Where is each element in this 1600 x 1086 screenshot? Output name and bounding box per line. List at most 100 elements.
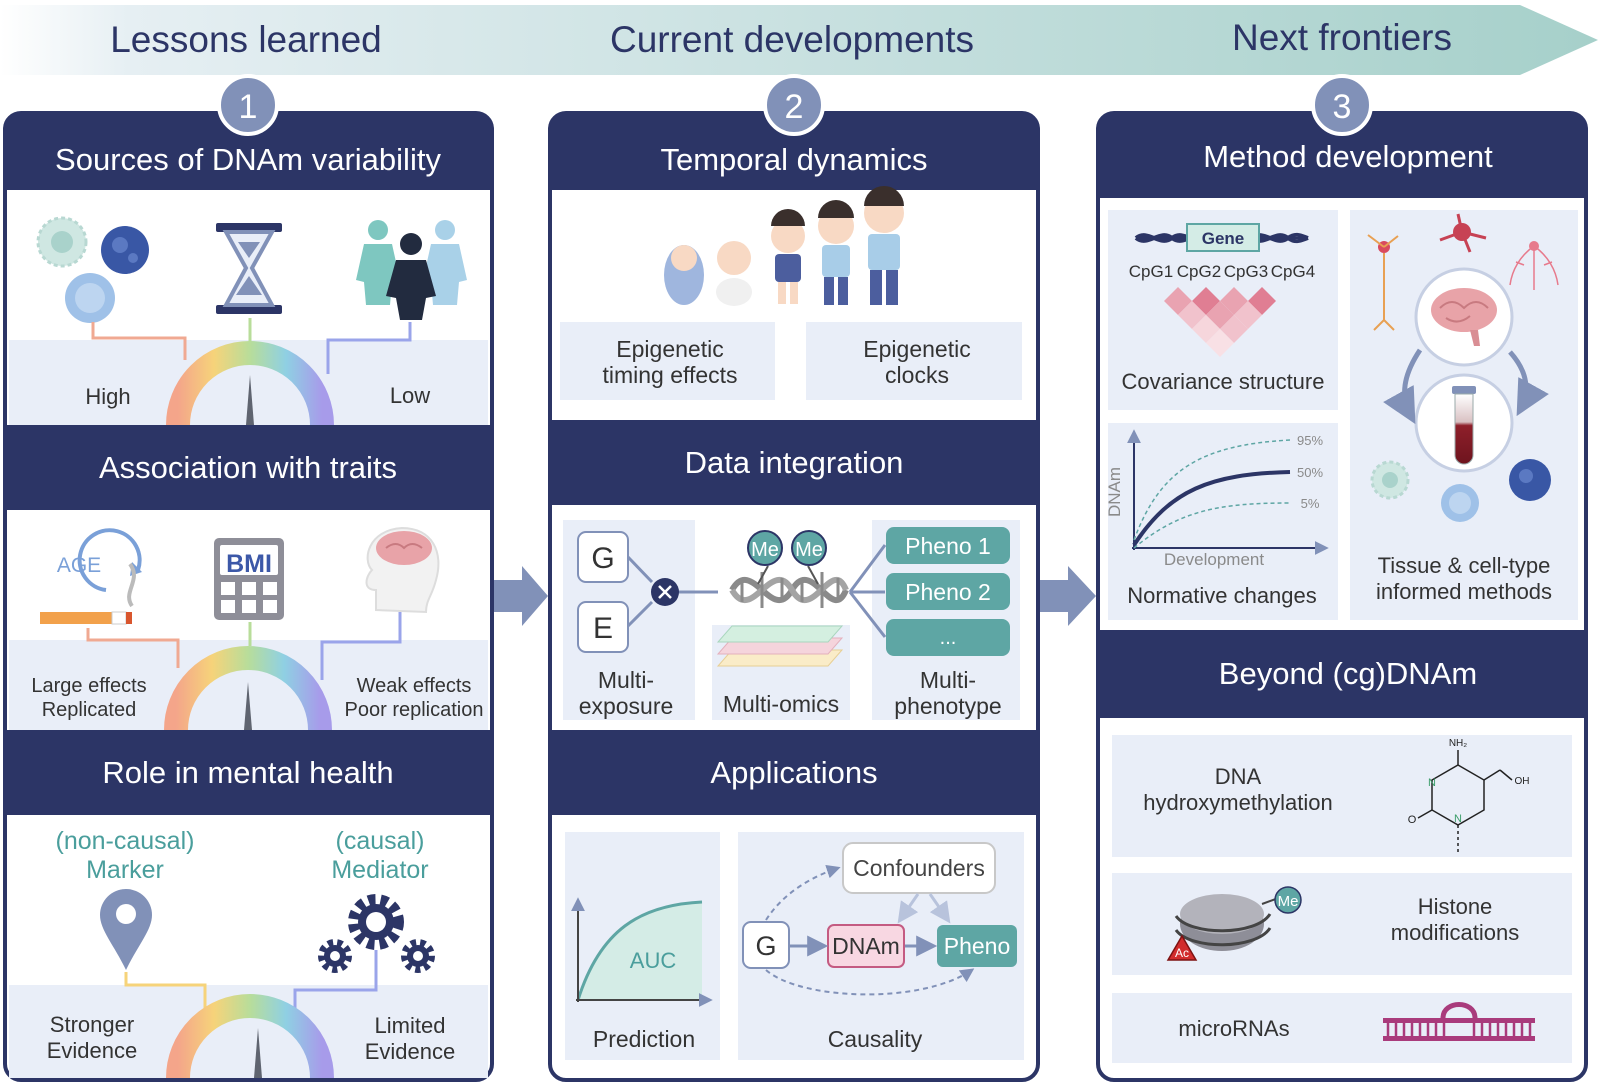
svg-text:Me: Me bbox=[751, 539, 779, 561]
multi-phenotype-line2: phenotype bbox=[894, 693, 1001, 719]
marker-label: Marker bbox=[86, 856, 164, 884]
label-poor-replication: Poor replication bbox=[345, 699, 484, 721]
applications-section: AUC Prediction Confounders G DNAm Pheno … bbox=[565, 832, 1024, 1060]
pheno-more-box bbox=[886, 619, 1010, 656]
gauge-arc bbox=[166, 341, 334, 426]
phase-label-lessons: Lessons learned bbox=[110, 19, 382, 60]
hourglass-icon bbox=[216, 223, 282, 314]
normative-label: Normative changes bbox=[1127, 583, 1317, 608]
svg-text:DNAm: DNAm bbox=[832, 933, 900, 959]
auc-label: AUC bbox=[630, 948, 677, 973]
label-large-effects: Large effects bbox=[31, 675, 146, 697]
multi-omics-label: Multi-omics bbox=[723, 691, 839, 717]
section-title-mental-health: Role in mental health bbox=[102, 755, 393, 790]
section-title-beyond: Beyond (cg)DNAm bbox=[1219, 656, 1477, 691]
pct-label: 50% bbox=[1297, 465, 1323, 480]
mediator-label: Mediator bbox=[331, 856, 428, 884]
timing-effects-line1: Epigenetic bbox=[616, 336, 723, 362]
method-section: Gene CpG1 CpG2 CpG3 CpG4 Covariance stru… bbox=[1105, 210, 1578, 620]
head-brain-icon bbox=[365, 526, 440, 614]
gauge-needle bbox=[254, 1028, 262, 1078]
number-badge-2: 2 bbox=[763, 74, 825, 136]
location-pin-icon bbox=[100, 889, 152, 970]
bmi-calculator-icon: BMI bbox=[214, 538, 284, 620]
label-limited: Limited bbox=[375, 1013, 446, 1038]
gauge-needle bbox=[244, 682, 252, 730]
clocks-line2: clocks bbox=[885, 362, 949, 388]
svg-text:Me: Me bbox=[795, 539, 823, 561]
covariance-label: Covariance structure bbox=[1122, 369, 1325, 394]
omics-layers-icon bbox=[716, 625, 844, 667]
methyl-badge bbox=[1274, 886, 1302, 914]
multi-exposure-line2: exposure bbox=[579, 693, 674, 719]
svg-text:...: ... bbox=[940, 627, 957, 649]
section-title-association: Association with traits bbox=[99, 450, 397, 485]
svg-text:AGE: AGE bbox=[57, 554, 101, 577]
number-badge-1: 1 bbox=[217, 74, 279, 136]
cycle-arrow-left bbox=[1383, 348, 1423, 425]
tissue-line1: Tissue & cell-type bbox=[1378, 553, 1551, 578]
normative-curve-chart bbox=[1127, 429, 1329, 555]
arrow-col1-to-col2 bbox=[494, 566, 548, 626]
marker-causality-label: (non-causal) bbox=[56, 827, 195, 855]
cpg-label: CpG3 bbox=[1224, 262, 1268, 281]
svg-text:Pheno 2: Pheno 2 bbox=[905, 579, 991, 605]
dnam-axis-label: DNAm bbox=[1105, 467, 1124, 517]
methyl-badge bbox=[791, 530, 827, 566]
section-title-method: Method development bbox=[1203, 139, 1493, 174]
hydroxy-line2: hydroxymethylation bbox=[1143, 790, 1333, 815]
pheno-1-box bbox=[886, 527, 1010, 564]
clocks-box bbox=[806, 322, 1022, 400]
section-title-sources: Sources of DNAm variability bbox=[55, 142, 441, 177]
causality-label: Causality bbox=[828, 1026, 923, 1052]
svg-text:1: 1 bbox=[239, 88, 258, 126]
phase-banner: Lessons learned Current developments Nex… bbox=[0, 5, 1598, 75]
acetyl-badge bbox=[1166, 934, 1198, 961]
neuron-cells-icon bbox=[1367, 213, 1559, 331]
age-smoking-icon: AGE bbox=[40, 528, 142, 625]
header-bars bbox=[5, 113, 1586, 815]
cpg-label: CpG1 bbox=[1129, 262, 1173, 281]
gauge-arc bbox=[166, 994, 334, 1079]
cpg-label: CpG4 bbox=[1271, 262, 1315, 281]
hydroxymethylcytosine-structure bbox=[1417, 750, 1513, 852]
chem-n-label: N bbox=[1454, 813, 1462, 825]
phase-label-next: Next frontiers bbox=[1232, 17, 1452, 58]
integration-section: G E Multi- exposure Me Me bbox=[563, 520, 1020, 720]
microrna-hairpin-icon bbox=[1383, 1002, 1535, 1041]
methyl-badge bbox=[747, 530, 783, 566]
gauge-arc bbox=[164, 646, 332, 731]
prediction-label: Prediction bbox=[593, 1026, 695, 1052]
people-icon bbox=[356, 220, 467, 320]
section-title-temporal: Temporal dynamics bbox=[660, 142, 927, 177]
svg-text:Pheno: Pheno bbox=[944, 933, 1011, 959]
e-box bbox=[577, 601, 629, 653]
svg-text:E: E bbox=[593, 612, 613, 645]
gauge-label-high: High bbox=[85, 384, 130, 409]
pct-label: 5% bbox=[1301, 496, 1320, 511]
hydroxy-line1: DNA bbox=[1215, 764, 1262, 789]
temporal-section: Epigenetic timing effects Epigenetic clo… bbox=[560, 186, 1022, 400]
chem-o-label: O bbox=[1408, 814, 1417, 826]
blood-cells-icon bbox=[36, 216, 149, 323]
number-badge-3: 3 bbox=[1311, 74, 1373, 136]
tissue-blood-cells-icon bbox=[1370, 459, 1551, 522]
microrna-label: microRNAs bbox=[1178, 1016, 1289, 1041]
tissue-line2: informed methods bbox=[1376, 579, 1552, 604]
histone-line2: modifications bbox=[1391, 920, 1519, 945]
growing-children-icon bbox=[664, 186, 904, 306]
gauge-needle bbox=[246, 375, 254, 425]
chem-oh-label: OH bbox=[1515, 776, 1530, 787]
cycle-arrow-right bbox=[1508, 350, 1549, 417]
label-stronger: Stronger bbox=[50, 1012, 134, 1037]
label-weak-effects: Weak effects bbox=[357, 675, 472, 697]
gears-icon bbox=[318, 894, 435, 973]
svg-text:G: G bbox=[755, 931, 776, 961]
beyond-section: DNA hydroxymethylation NH₂ OH N N O Me A… bbox=[1112, 735, 1572, 1063]
svg-text:2: 2 bbox=[785, 88, 804, 126]
gauge-label-low: Low bbox=[390, 383, 430, 408]
timing-effects-line2: timing effects bbox=[602, 362, 737, 388]
section-title-applications: Applications bbox=[710, 755, 877, 790]
label-replicated: Replicated bbox=[42, 699, 137, 721]
